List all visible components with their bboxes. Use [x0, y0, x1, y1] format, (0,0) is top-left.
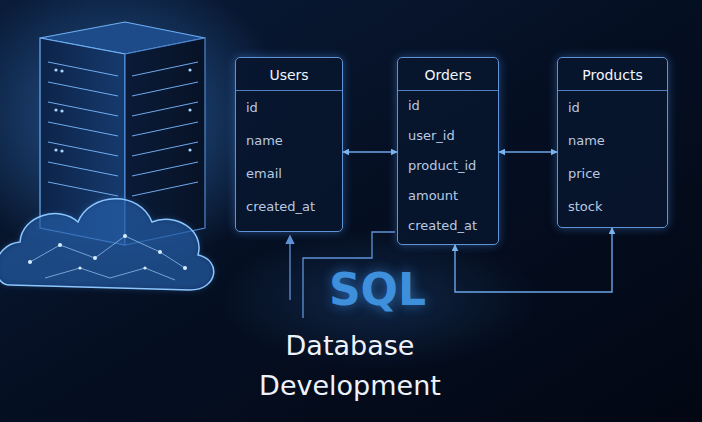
relation-arrow	[343, 151, 397, 152]
table-name: Users	[236, 58, 342, 91]
column-name: id	[398, 91, 498, 121]
cloud-symbol	[0, 199, 214, 290]
column-name: product_id	[398, 151, 498, 181]
table-box: Ordersiduser_idproduct_idamountcreated_a…	[397, 57, 499, 245]
column-name: id	[236, 91, 342, 124]
column-name: email	[236, 157, 342, 190]
column-name: name	[558, 124, 667, 157]
table-box: Usersidnameemailcreated_at	[235, 57, 343, 232]
table-name: Orders	[398, 58, 498, 91]
subtitle-text: Database Development	[230, 326, 470, 406]
column-name: created_at	[236, 190, 342, 223]
table-name: Products	[558, 58, 667, 91]
relation-arrow	[499, 151, 557, 152]
column-name: price	[558, 157, 667, 190]
sql-heading: SQL	[290, 264, 465, 316]
column-name: user_id	[398, 121, 498, 151]
column-name: amount	[398, 181, 498, 211]
column-name: id	[558, 91, 667, 124]
table-box: Productsidnamepricestock	[557, 57, 668, 228]
column-name: stock	[558, 190, 667, 223]
column-name: name	[236, 124, 342, 157]
column-name: created_at	[398, 211, 498, 241]
